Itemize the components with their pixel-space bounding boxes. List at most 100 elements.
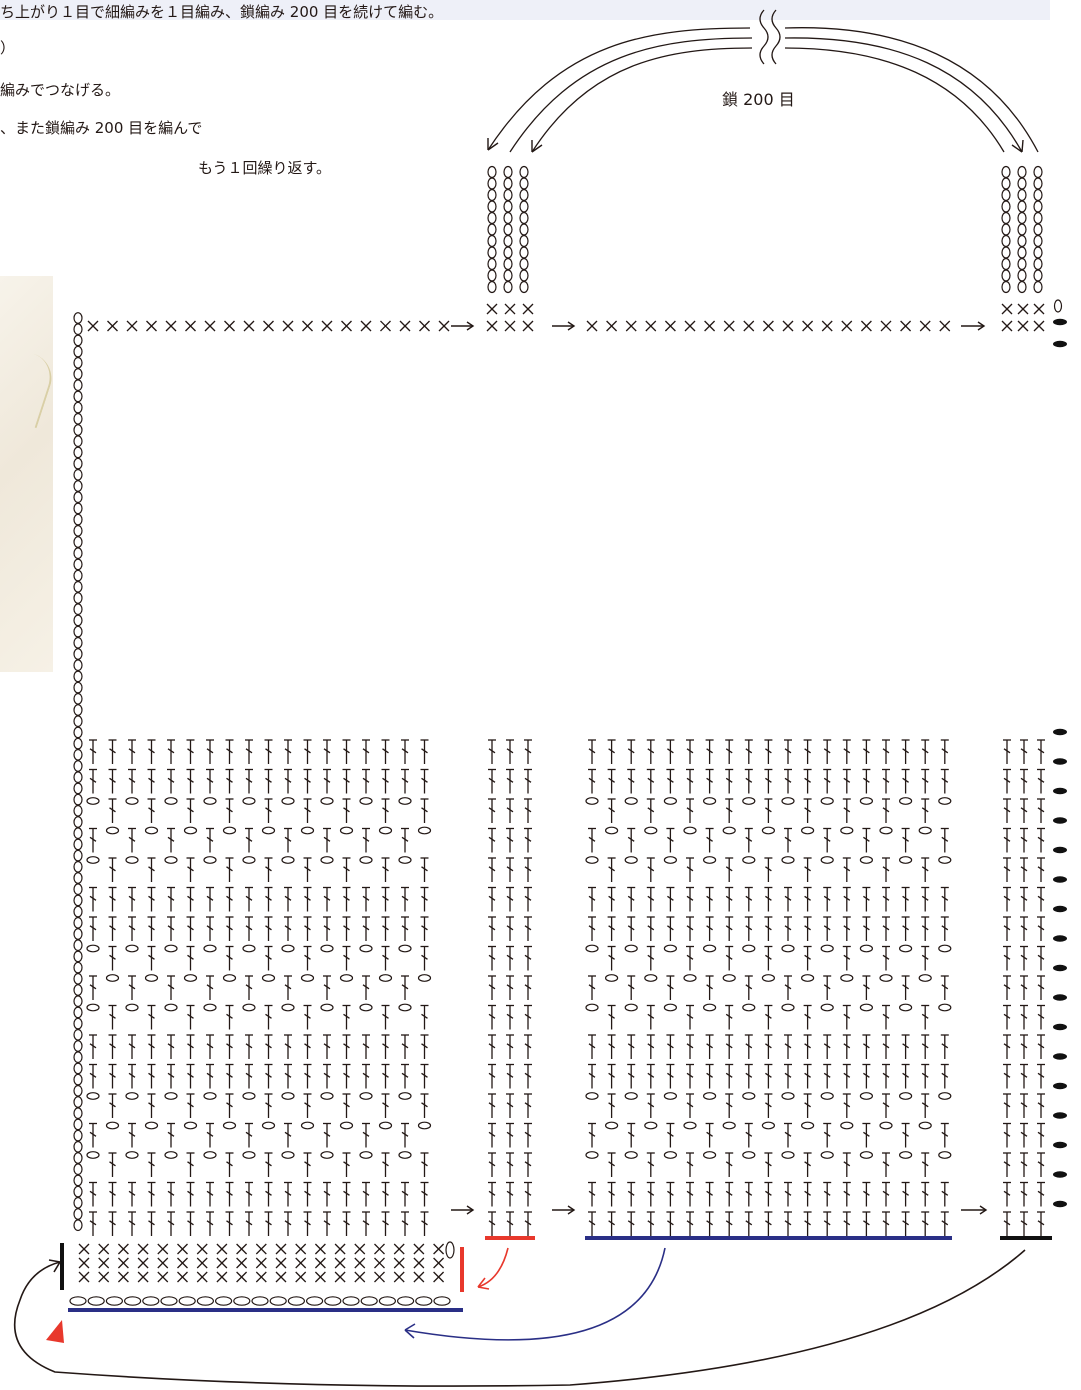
chain-stitch bbox=[919, 827, 931, 834]
chain-stitch bbox=[87, 1152, 99, 1159]
chain-stitch bbox=[743, 1093, 755, 1100]
chain-stitch bbox=[74, 962, 82, 973]
handle-arc bbox=[785, 28, 1038, 152]
chain-stitch bbox=[282, 1152, 294, 1159]
chain-stitch bbox=[243, 857, 255, 864]
chain-stitch bbox=[263, 827, 275, 834]
chain-stitch bbox=[87, 857, 99, 864]
chain-stitch bbox=[419, 975, 431, 982]
chain-stitch bbox=[880, 975, 892, 982]
chain-stitch bbox=[74, 615, 82, 626]
handle-arc bbox=[510, 38, 752, 152]
chain-stitch bbox=[74, 1052, 82, 1063]
curved-arrow-icon bbox=[405, 1248, 665, 1340]
chain-stitch bbox=[74, 1063, 82, 1074]
chain-stitch bbox=[1002, 247, 1010, 258]
chain-stitch bbox=[74, 447, 82, 458]
curved-arrow-icon bbox=[15, 1250, 1025, 1386]
chain-stitch bbox=[399, 945, 411, 952]
chain-stitch bbox=[74, 492, 82, 503]
chain-stitch bbox=[74, 582, 82, 593]
chain-stitch bbox=[504, 247, 512, 258]
chain-stitch bbox=[1034, 178, 1042, 189]
chain-stitch bbox=[520, 167, 528, 178]
chain-stitch bbox=[880, 1122, 892, 1129]
handle-arc bbox=[532, 48, 752, 152]
chain-stitch bbox=[860, 1004, 872, 1011]
chain-stitch bbox=[625, 945, 637, 952]
chain-stitch bbox=[74, 1041, 82, 1052]
left-strap bbox=[488, 740, 532, 1236]
chain-stitch bbox=[74, 402, 82, 413]
chain-stitch bbox=[939, 1004, 951, 1011]
chain-stitch bbox=[74, 1198, 82, 1209]
chain-stitch bbox=[520, 213, 528, 224]
chain-stitch bbox=[782, 798, 794, 805]
chain-stitch bbox=[74, 649, 82, 660]
chain-stitch bbox=[74, 604, 82, 615]
chain-stitch bbox=[704, 798, 716, 805]
slip-stitch-dot bbox=[1053, 994, 1067, 1000]
chain-stitch bbox=[74, 470, 82, 481]
chain-stitch bbox=[252, 1297, 268, 1305]
chain-stitch bbox=[74, 682, 82, 693]
chain-stitch bbox=[821, 1093, 833, 1100]
chain-stitch bbox=[74, 514, 82, 525]
chain-stitch bbox=[74, 806, 82, 817]
slip-stitch-dot bbox=[1053, 847, 1067, 853]
chain-stitch bbox=[74, 324, 82, 335]
chain-stitch bbox=[841, 827, 853, 834]
chain-stitch bbox=[146, 1122, 158, 1129]
right-panel bbox=[586, 740, 951, 1236]
chain-stitch bbox=[126, 1004, 138, 1011]
chain-stitch bbox=[74, 1074, 82, 1085]
chain-stitch bbox=[1018, 224, 1026, 235]
chain-stitch bbox=[504, 167, 512, 178]
chain-stitch bbox=[107, 827, 119, 834]
chain-stitch bbox=[243, 945, 255, 952]
chain-stitch bbox=[1002, 201, 1010, 212]
right-strap bbox=[1003, 740, 1045, 1236]
chain-stitch bbox=[321, 1004, 333, 1011]
chain-stitch bbox=[74, 772, 82, 783]
chain-stitch bbox=[802, 975, 814, 982]
chain-stitch bbox=[488, 224, 496, 235]
chain-stitch bbox=[74, 1108, 82, 1119]
chain-stitch bbox=[74, 570, 82, 581]
chain-stitch bbox=[282, 1004, 294, 1011]
chain-stitch bbox=[520, 224, 528, 235]
chain-stitch bbox=[179, 1297, 195, 1305]
chain-stitch bbox=[74, 694, 82, 705]
chain-stitch bbox=[939, 857, 951, 864]
chain-stitch bbox=[488, 190, 496, 201]
chain-stitch bbox=[74, 1018, 82, 1029]
chain-stitch bbox=[1002, 270, 1010, 281]
chain-stitch bbox=[321, 1093, 333, 1100]
chain-stitch bbox=[860, 1093, 872, 1100]
chain-stitch bbox=[723, 827, 735, 834]
chain-stitch bbox=[586, 798, 598, 805]
chain-stitch bbox=[1002, 178, 1010, 189]
chain-stitch bbox=[504, 236, 512, 247]
chain-stitch bbox=[446, 1242, 454, 1258]
chain-stitch bbox=[860, 945, 872, 952]
curved-arrow-icon bbox=[532, 140, 542, 152]
chain-stitch bbox=[1034, 213, 1042, 224]
chain-stitch bbox=[74, 358, 82, 369]
chain-stitch bbox=[74, 906, 82, 917]
chain-stitch bbox=[860, 857, 872, 864]
chain-stitch bbox=[504, 270, 512, 281]
chain-stitch bbox=[488, 167, 496, 178]
slip-stitch-dot bbox=[1053, 1201, 1067, 1207]
chain-stitch bbox=[586, 1004, 598, 1011]
slip-stitch-dot bbox=[1053, 758, 1067, 764]
chain-stitch bbox=[645, 1122, 657, 1129]
chain-stitch bbox=[74, 1209, 82, 1220]
chain-stitch bbox=[1034, 270, 1042, 281]
chain-stitch bbox=[398, 1297, 414, 1305]
chain-stitch bbox=[606, 975, 618, 982]
chain-stitch bbox=[1018, 201, 1026, 212]
chain-stitch bbox=[900, 857, 912, 864]
slip-stitch-dot bbox=[1053, 1053, 1067, 1059]
chain-stitch bbox=[504, 224, 512, 235]
